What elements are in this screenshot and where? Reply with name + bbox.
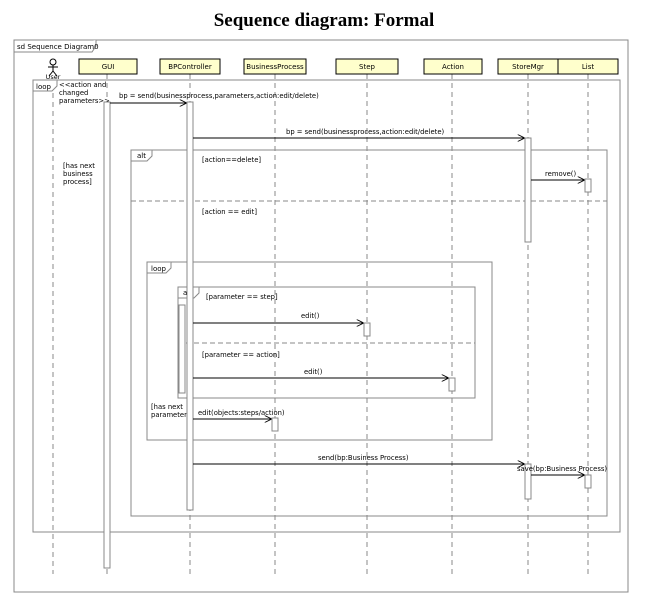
message-m2-label: bp = send(businessprocess,action:edit/de… [286, 128, 445, 136]
activation-action-edit [448, 377, 456, 392]
activation-list-save [584, 474, 592, 489]
diagram-title: Sequence diagram: Formal [213, 10, 435, 31]
activation-list-remove [584, 178, 592, 193]
lifeline-list-label: List [582, 63, 594, 71]
lifeline-businessprocess-box [243, 58, 307, 75]
lifeline-step-label: Step [359, 63, 375, 71]
actor-user-icon [48, 58, 58, 77]
alt-outer-label: alt [137, 152, 146, 160]
message-m8-label: save(bp:Business Process) [517, 465, 607, 473]
message-m7-label: send(bp:Business Process) [318, 454, 409, 462]
lifeline-businessprocess-label: BusinessProcess [246, 63, 304, 71]
alt-outer-tab [131, 150, 153, 162]
loop-outer-fragment [32, 79, 621, 533]
activation-bpcontroller [186, 101, 194, 511]
activation-gui [103, 101, 111, 569]
lifeline-gui-box [78, 58, 138, 75]
alt-outer-fragment [130, 149, 608, 517]
message-m6-label: edit(objects:steps/action) [198, 409, 285, 417]
lifeline-gui-label: GUI [102, 63, 115, 71]
message-arrows [110, 103, 584, 475]
message-m1-label: bp = send(businessprocess,parameters,act… [119, 92, 319, 100]
guard-action-edit: [action == edit] [202, 208, 257, 216]
message-m3-label: remove() [545, 170, 576, 178]
loop-inner-fragment [146, 261, 493, 441]
loop-outer-label: loop [36, 83, 52, 91]
guard-has-next-bp-2: business [63, 170, 93, 178]
lifeline-storemgr-label: StoreMgr [512, 63, 544, 71]
activation-storemgr-save [524, 463, 532, 500]
activation-step-edit [363, 322, 371, 337]
lifeline-step-box [335, 58, 399, 75]
lifeline-list-box [557, 58, 619, 75]
guard-has-next-param-1: [has next [151, 403, 183, 411]
guard-has-next-bp-3: process] [63, 178, 92, 186]
loop-outer-guard-1: <<action and [59, 81, 106, 89]
guard-has-next-param-2: parameter] [151, 411, 190, 419]
lifeline-user-label: User [46, 73, 61, 81]
lifeline-action-label: Action [442, 63, 464, 71]
loop-outer-guard-3: parameters>> [59, 97, 110, 105]
lifeline-bpcontroller-label: BPController [168, 63, 212, 71]
guard-has-next-bp-1: [has next [63, 162, 95, 170]
message-m5-label: edit() [304, 368, 323, 376]
guard-param-action: [parameter == action] [202, 351, 280, 359]
loop-inner-label: loop [151, 265, 167, 273]
lifeline-heads: GUI BPController BusinessProcess Step Ac… [78, 58, 619, 75]
sd-frame [13, 39, 629, 593]
sd-frame-tab [14, 40, 97, 53]
sd-frame-label: sd Sequence Diagram0 [17, 43, 99, 51]
activation-storemgr [524, 137, 532, 243]
loop-outer-guard-2: changed [59, 89, 88, 97]
lifeline-bpcontroller-box [159, 58, 221, 75]
activation-bars [103, 101, 592, 569]
lifeline-lines [52, 74, 589, 574]
lifeline-action-box [423, 58, 483, 75]
loop-inner-tab [147, 262, 172, 274]
activation-bp-edit [271, 417, 279, 432]
guard-action-delete: [action==delete] [202, 156, 261, 164]
guard-param-step: [parameter == step] [206, 293, 278, 301]
activation-bpcontroller-inner [178, 304, 186, 394]
message-m4-label: edit() [301, 312, 320, 320]
loop-outer-tab [33, 80, 58, 92]
